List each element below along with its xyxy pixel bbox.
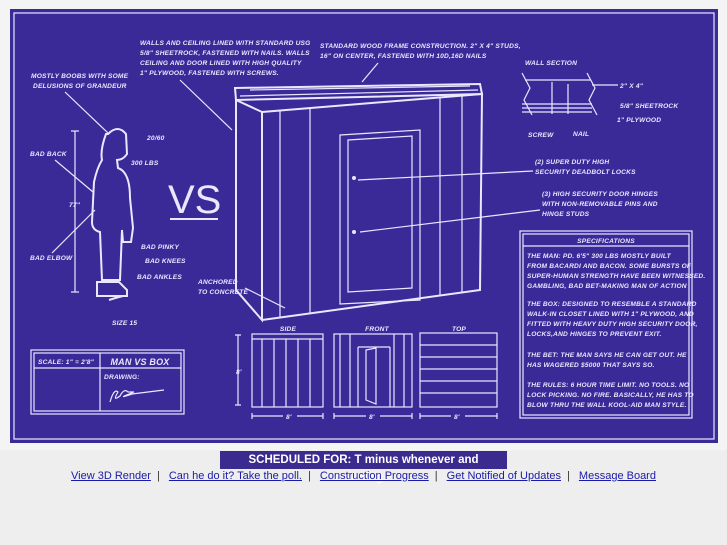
svg-text:5/8" SHEETROCK, FASTENED WITH: 5/8" SHEETROCK, FASTENED WITH NAILS. WAL… — [140, 50, 310, 57]
svg-text:16" ON CENTER, FASTENED WITH 1: 16" ON CENTER, FASTENED WITH 10D,16D NAI… — [320, 53, 487, 60]
link-message-board[interactable]: Message Board — [578, 470, 656, 482]
svg-text:CEILING AND DOOR LINED WITH HI: CEILING AND DOOR LINED WITH HIGH QUALITY — [140, 60, 302, 67]
svg-text:SPECIFICATIONS: SPECIFICATIONS — [577, 238, 635, 245]
svg-text:ANCHORED: ANCHORED — [197, 279, 238, 286]
svg-text:LOCKS,AND HINGES TO PREVENT EX: LOCKS,AND HINGES TO PREVENT EXIT. — [527, 331, 662, 338]
svg-text:DELUSIONS OF GRANDEUR: DELUSIONS OF GRANDEUR — [33, 83, 127, 90]
schedule-banner: SCHEDULED FOR: T minus whenever and coun… — [220, 451, 507, 484]
svg-text:BAD ELBOW: BAD ELBOW — [30, 255, 73, 262]
svg-text:WALK-IN CLOSET LINED WITH 1" P: WALK-IN CLOSET LINED WITH 1" PLYWOOD, AN… — [527, 311, 694, 318]
svg-text:MOSTLY BOOBS WITH SOME: MOSTLY BOOBS WITH SOME — [31, 73, 129, 80]
svg-text:8': 8' — [286, 414, 292, 421]
svg-text:1" PLYWOOD: 1" PLYWOOD — [617, 117, 661, 124]
svg-text:SIZE 15: SIZE 15 — [112, 320, 137, 327]
svg-text:1" PLYWOOD, FASTENED WITH SCRE: 1" PLYWOOD, FASTENED WITH SCREWS. — [140, 70, 279, 77]
svg-text:GAMBLING, BAD BET-MAKING MAN O: GAMBLING, BAD BET-MAKING MAN OF ACTION — [527, 283, 687, 290]
svg-text:8': 8' — [454, 414, 460, 421]
svg-text:WITH NON-REMOVABLE PINS AND: WITH NON-REMOVABLE PINS AND — [542, 201, 658, 208]
nav-links: View 3D Render | Can he do it? Take the p… — [0, 470, 727, 482]
svg-text:THE BET: THE MAN SAYS HE CAN: THE BET: THE MAN SAYS HE CAN GET OUT. HE — [527, 352, 687, 359]
svg-text:8': 8' — [236, 369, 242, 376]
svg-text:SCALE: 1" = 2'8": SCALE: 1" = 2'8" — [38, 359, 95, 366]
svg-text:8': 8' — [369, 414, 375, 421]
svg-text:300 LBS: 300 LBS — [131, 160, 159, 167]
svg-text:SIDE: SIDE — [280, 326, 297, 333]
svg-text:2" X 4": 2" X 4" — [619, 83, 644, 90]
svg-text:BAD BACK: BAD BACK — [30, 151, 68, 158]
svg-text:DRAWING:: DRAWING: — [104, 374, 140, 381]
svg-text:HINGE STUDS: HINGE STUDS — [542, 211, 590, 218]
hinges-note: (3) HIGH SECURITY DOOR HINGES WITH NON-R… — [359, 191, 658, 233]
svg-text:(2) SUPER DUTY HIGH: (2) SUPER DUTY HIGH — [535, 159, 609, 166]
link-get-notified[interactable]: Get Notified of Updates — [446, 470, 561, 482]
specifications-box: SPECIFICATIONS THE MAN: PD. 6'5" 300 LBS… — [519, 230, 705, 419]
locks-note: (2) SUPER DUTY HIGH SECURITY DEADBOLT LO… — [357, 159, 636, 181]
orthographic-views: SIDE FRONT TOP 8' 8' 8' 8' — [235, 326, 498, 421]
separator: | — [307, 470, 311, 482]
link-construction-progress[interactable]: Construction Progress — [319, 470, 429, 482]
svg-text:BAD ANKLES: BAD ANKLES — [137, 274, 182, 281]
svg-text:MAN VS BOX: MAN VS BOX — [110, 357, 170, 367]
separator: | — [567, 470, 570, 482]
svg-text:LOCK PICKING. NO FIRE. BASICAL: LOCK PICKING. NO FIRE. BASICALLY, HE HAS… — [527, 392, 694, 399]
box-3d-drawing: ANCHORED TO CONCRETE — [197, 82, 484, 323]
man-note: MOSTLY BOOBS WITH SOME DELUSIONS OF GRAN… — [31, 73, 129, 134]
svg-text:SUPER-HUMAN STRENGTH HAVE BEEN: SUPER-HUMAN STRENGTH HAVE BEEN WITNESSED… — [527, 273, 705, 280]
separator: | — [434, 470, 438, 482]
svg-text:HAS WAGERED $5000 THAT SAYS SO: HAS WAGERED $5000 THAT SAYS SO. — [527, 362, 655, 369]
svg-text:BLOW THRU THE WALL KOOL-AID MA: BLOW THRU THE WALL KOOL-AID MAN STYLE. — [527, 402, 687, 409]
wall-section: WALL SECTION 2" X 4" 5/8" SHEETROCK 1" P… — [521, 60, 679, 139]
link-view-3d-render[interactable]: View 3D Render — [71, 470, 151, 482]
svg-text:WALL SECTION: WALL SECTION — [525, 60, 577, 67]
svg-text:TO CONCRETE: TO CONCRETE — [198, 289, 248, 296]
man-figure: 77" 20/60 300 LBS BAD BACK BAD ELBOW BAD… — [30, 128, 186, 327]
svg-text:WALLS AND CEILING LINED WITH S: WALLS AND CEILING LINED WITH STANDARD US… — [140, 40, 310, 47]
svg-text:5/8" SHEETROCK: 5/8" SHEETROCK — [620, 103, 679, 110]
svg-text:NAIL: NAIL — [573, 131, 589, 138]
svg-text:20/60: 20/60 — [146, 135, 165, 142]
svg-text:VS: VS — [168, 178, 221, 222]
frame-note: STANDARD WOOD FRAME CONSTRUCTION. 2" X 4… — [320, 43, 521, 83]
svg-text:TOP: TOP — [452, 326, 466, 333]
svg-text:SCREW: SCREW — [528, 132, 554, 139]
vs-label: VS — [168, 178, 221, 222]
separator: | — [156, 470, 160, 482]
svg-text:STANDARD WOOD FRAME CONSTRUCTI: STANDARD WOOD FRAME CONSTRUCTION. 2" X 4… — [320, 43, 521, 50]
svg-text:FITTED WITH HEAVY DUTY HIGH SE: FITTED WITH HEAVY DUTY HIGH SECURITY DOO… — [527, 321, 698, 328]
svg-text:FROM BACARDI AND BACON. SOME B: FROM BACARDI AND BACON. SOME BURSTS OF — [527, 263, 692, 270]
svg-text:77": 77" — [69, 202, 81, 209]
signature — [109, 389, 165, 403]
svg-text:(3) HIGH SECURITY DOOR HINGES: (3) HIGH SECURITY DOOR HINGES — [542, 191, 658, 198]
svg-text:SECURITY DEADBOLT LOCKS: SECURITY DEADBOLT LOCKS — [535, 169, 636, 176]
walls-note: WALLS AND CEILING LINED WITH STANDARD US… — [140, 40, 310, 131]
link-take-poll[interactable]: Can he do it? Take the poll. — [168, 470, 302, 482]
svg-text:THE BOX: DESIGNED TO RESEMBLE: THE BOX: DESIGNED TO RESEMBLE A STANDARD — [527, 301, 697, 308]
svg-text:THE RULES: 6 HOUR TIME LIMIT.: THE RULES: 6 HOUR TIME LIMIT. NO TOOLS. … — [527, 382, 690, 389]
blueprint-image: WALLS AND CEILING LINED WITH STANDARD US… — [10, 9, 718, 443]
svg-text:BAD PINKY: BAD PINKY — [141, 244, 179, 251]
title-block: SCALE: 1" = 2'8" MAN VS BOX DRAWING: — [30, 349, 185, 415]
svg-text:THE MAN: PD. 6'5" 300 LBS MOS: THE MAN: PD. 6'5" 300 LBS MOSTLY BUILT — [527, 253, 672, 260]
svg-text:FRONT: FRONT — [365, 326, 389, 333]
svg-text:BAD KNEES: BAD KNEES — [145, 258, 186, 265]
